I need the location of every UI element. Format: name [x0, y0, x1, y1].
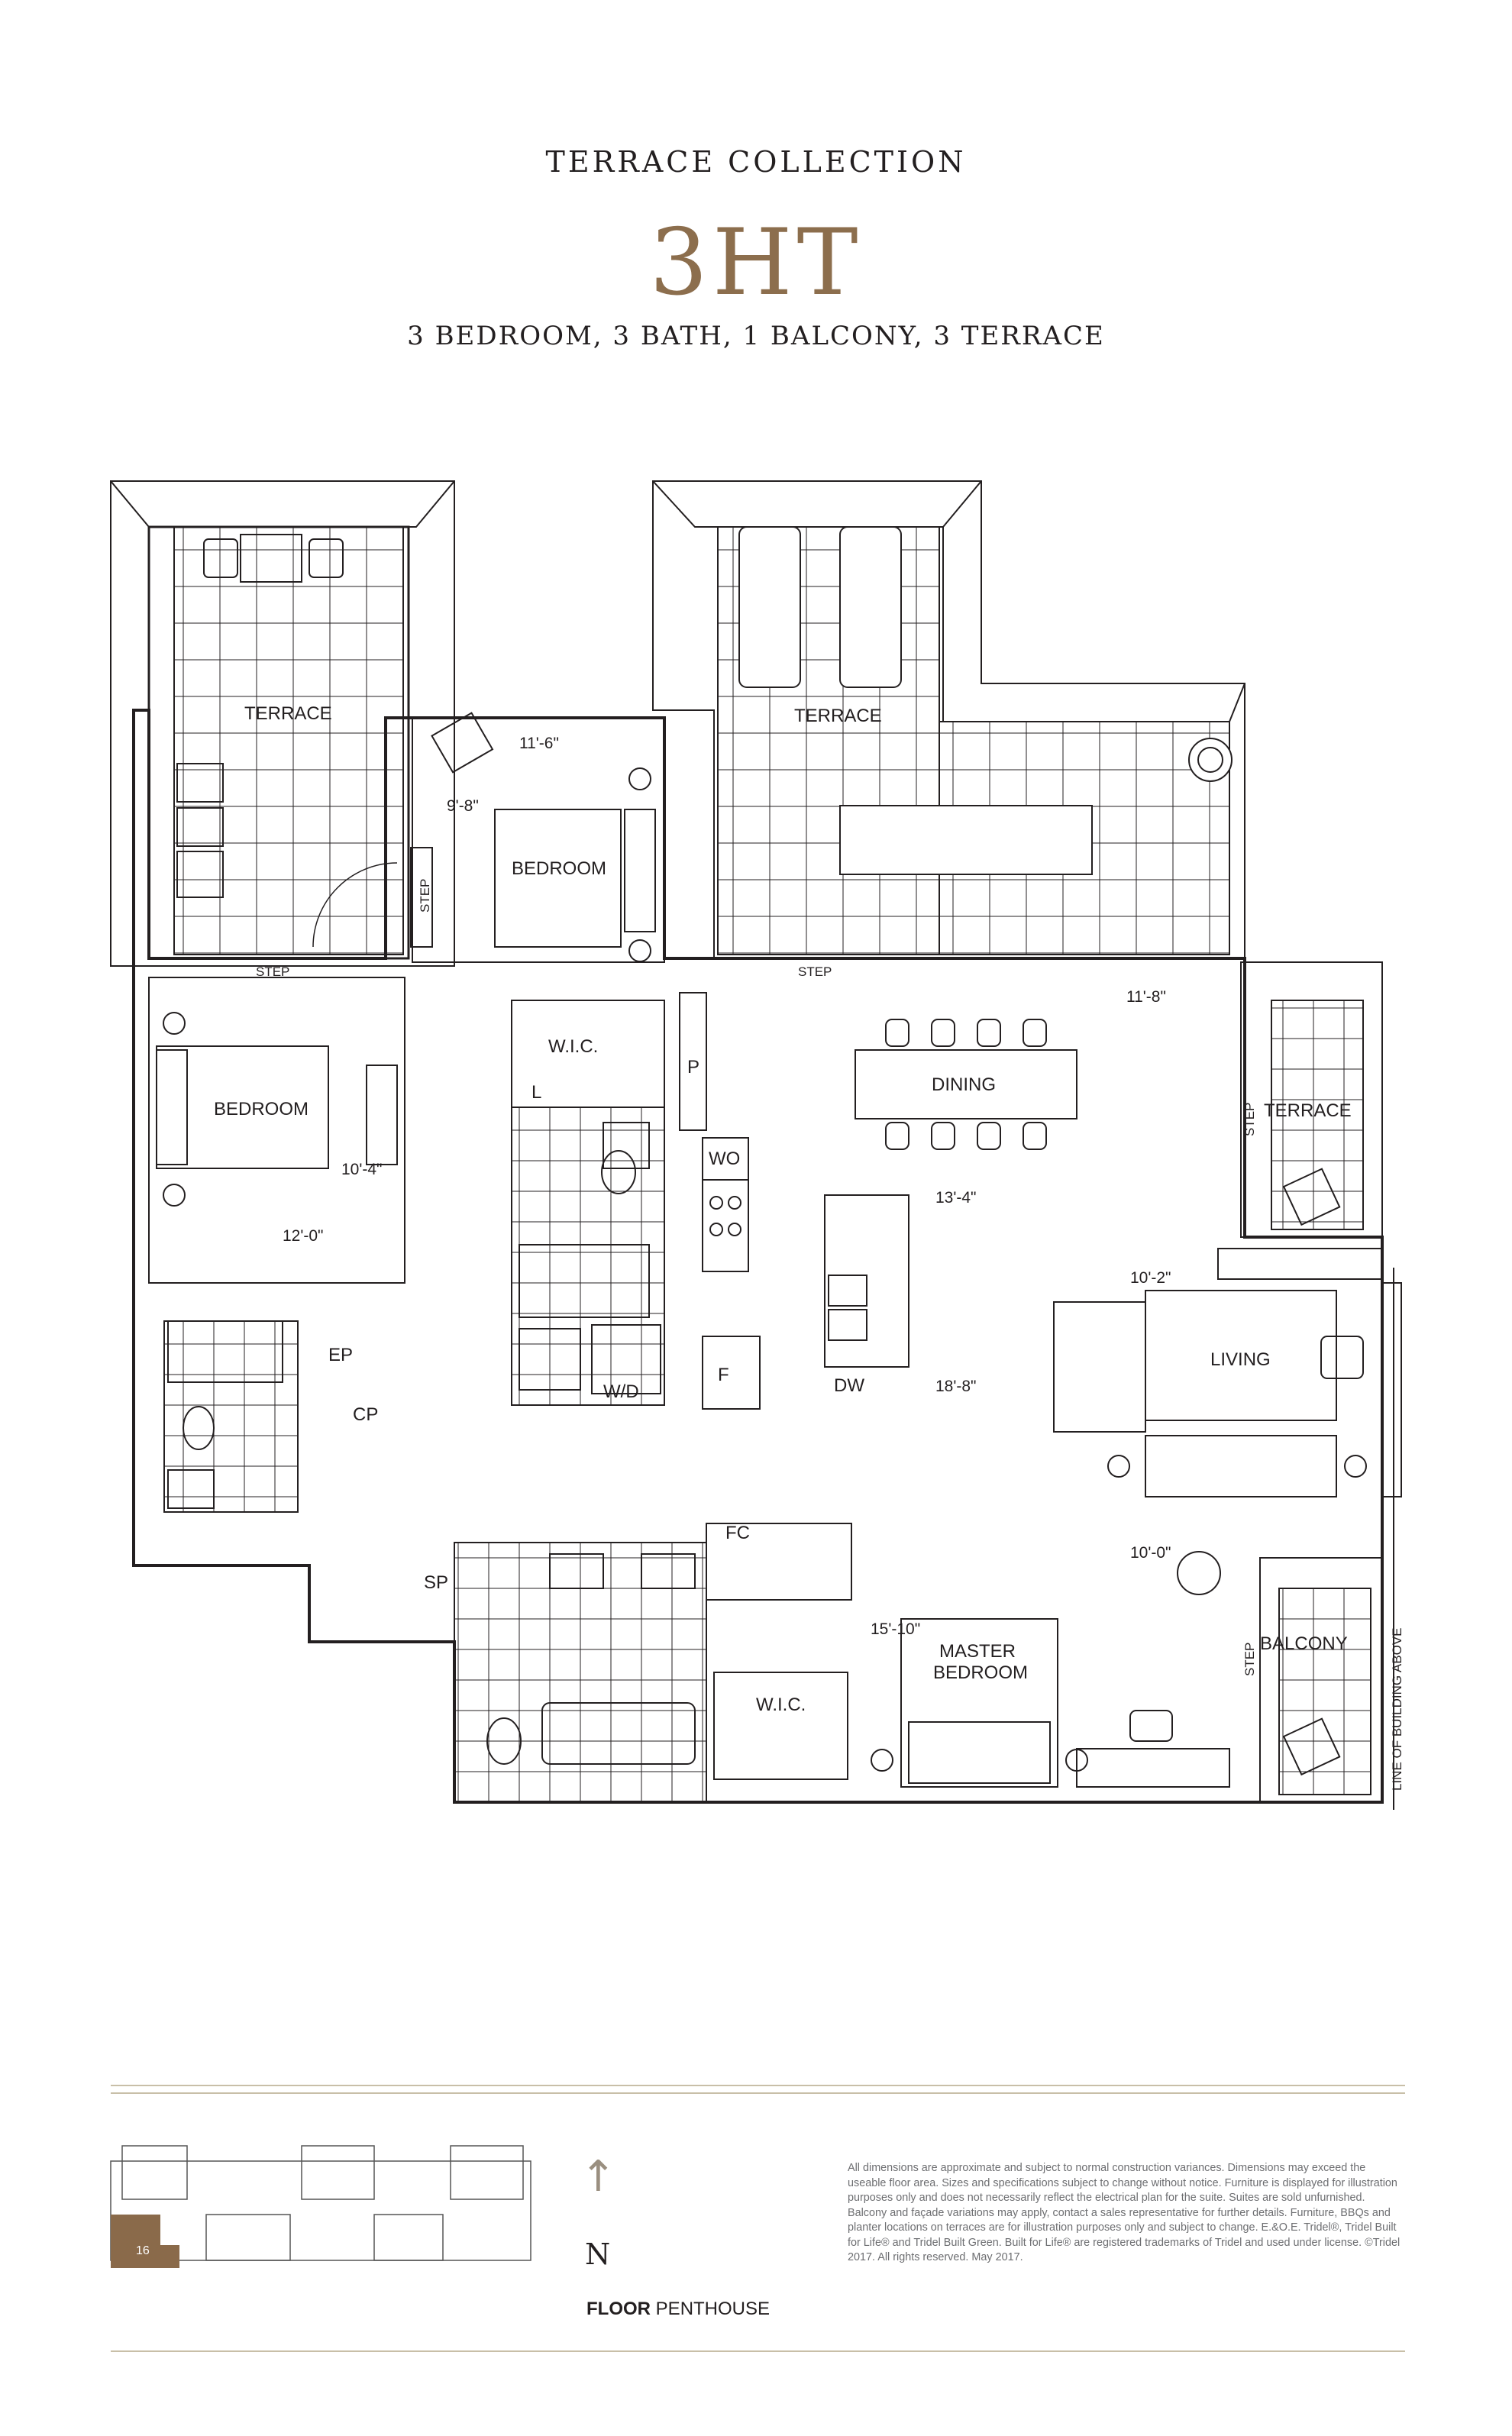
- step-label-5: STEP: [1242, 1643, 1257, 1676]
- wall-oven-label: WO: [709, 1149, 740, 1169]
- room-label-wic-2: W.I.C.: [756, 1695, 806, 1715]
- room-label-terrace-1: TERRACE: [244, 703, 332, 724]
- bathroom-left: [163, 1320, 299, 1513]
- coat-closet-label: CP: [353, 1404, 378, 1425]
- kitchen-core: [511, 992, 909, 1410]
- exterior-walls: [132, 709, 1384, 1804]
- dim-dining-width: 11'-8": [1126, 988, 1166, 1006]
- divider-bottom: [111, 2350, 1405, 2352]
- dim-kitchen-width: 13'-4": [935, 1189, 977, 1207]
- room-label-wic-1: W.I.C.: [548, 1036, 598, 1057]
- dim-bedroom-1-depth: 12'-0": [283, 1227, 324, 1245]
- terrace-center: [652, 480, 1245, 959]
- dim-master-depth: 15'-10": [871, 1620, 920, 1638]
- room-label-master-1: MASTER: [939, 1641, 1016, 1662]
- fan-coil-label: FC: [725, 1523, 750, 1543]
- bedroom-2-walls: [410, 712, 665, 963]
- storage-pantry-label: SP: [424, 1572, 448, 1593]
- dim-bedroom-2-width: 11'-6": [519, 735, 559, 752]
- room-label-terrace-3: TERRACE: [1264, 1100, 1352, 1121]
- electrical-panel-label: EP: [328, 1345, 353, 1365]
- room-label-terrace-2: TERRACE: [794, 706, 882, 726]
- balcony: [1259, 1268, 1394, 1810]
- suite-description: 3 BEDROOM, 3 BATH, 1 BALCONY, 3 TERRACE: [407, 321, 1105, 351]
- dining-area: [855, 1019, 1077, 1150]
- line-of-building-label: LINE OF BUILDING ABOVE: [1390, 1627, 1404, 1791]
- step-label-3: STEP: [418, 879, 432, 913]
- pantry-label: P: [687, 1057, 699, 1077]
- dim-bedroom-1-width: 10'-4": [341, 1161, 383, 1178]
- bedroom-1-walls: [148, 977, 405, 1284]
- divider-top: [111, 2085, 1405, 2086]
- terrace-right: [1240, 961, 1383, 1238]
- dim-bedroom-2-depth: 9'-8": [447, 797, 479, 815]
- floor-value: PENTHOUSE: [655, 2299, 771, 2319]
- terrace-left: [110, 480, 455, 967]
- step-label-2: STEP: [798, 964, 832, 979]
- fridge-label: F: [718, 1365, 729, 1385]
- step-label-4: STEP: [1242, 1103, 1257, 1136]
- suite-name: 3HT: [649, 210, 863, 316]
- room-label-dining: DINING: [932, 1074, 996, 1095]
- floor-indicator: FLOOR PENTHOUSE: [586, 2299, 770, 2320]
- key-plan-highlight: [111, 2215, 179, 2268]
- collection-title: TERRACE COLLECTION: [545, 145, 967, 179]
- room-label-bedroom-2: BEDROOM: [512, 858, 606, 879]
- floor-label: FLOOR: [586, 2299, 651, 2319]
- north-letter: N: [585, 2237, 611, 2271]
- living-area: [1053, 1248, 1402, 1497]
- north-arrow-icon: ↑: [580, 2152, 616, 2202]
- key-plan-unit: 16: [136, 2244, 150, 2257]
- dishwasher-label: DW: [834, 1375, 864, 1396]
- dim-kitchen-depth: 18'-8": [935, 1378, 977, 1395]
- divider-top-2: [111, 2092, 1405, 2094]
- room-label-balcony: BALCONY: [1260, 1633, 1348, 1654]
- room-label-bedroom-1: BEDROOM: [214, 1099, 309, 1119]
- key-plan: 16: [110, 2145, 531, 2268]
- disclaimer-text: All dimensions are approximate and subje…: [848, 2162, 1401, 2263]
- dim-master-width: 10'-0": [1130, 1544, 1171, 1562]
- room-label-living: LIVING: [1210, 1349, 1271, 1370]
- room-label-master-2: BEDROOM: [933, 1662, 1028, 1683]
- step-label-1: STEP: [256, 964, 289, 979]
- master-suite-walls: [454, 1523, 1230, 1803]
- linen-label: L: [531, 1082, 541, 1103]
- washer-dryer-label: W/D: [603, 1381, 639, 1402]
- dim-living-width: 10'-2": [1130, 1269, 1171, 1287]
